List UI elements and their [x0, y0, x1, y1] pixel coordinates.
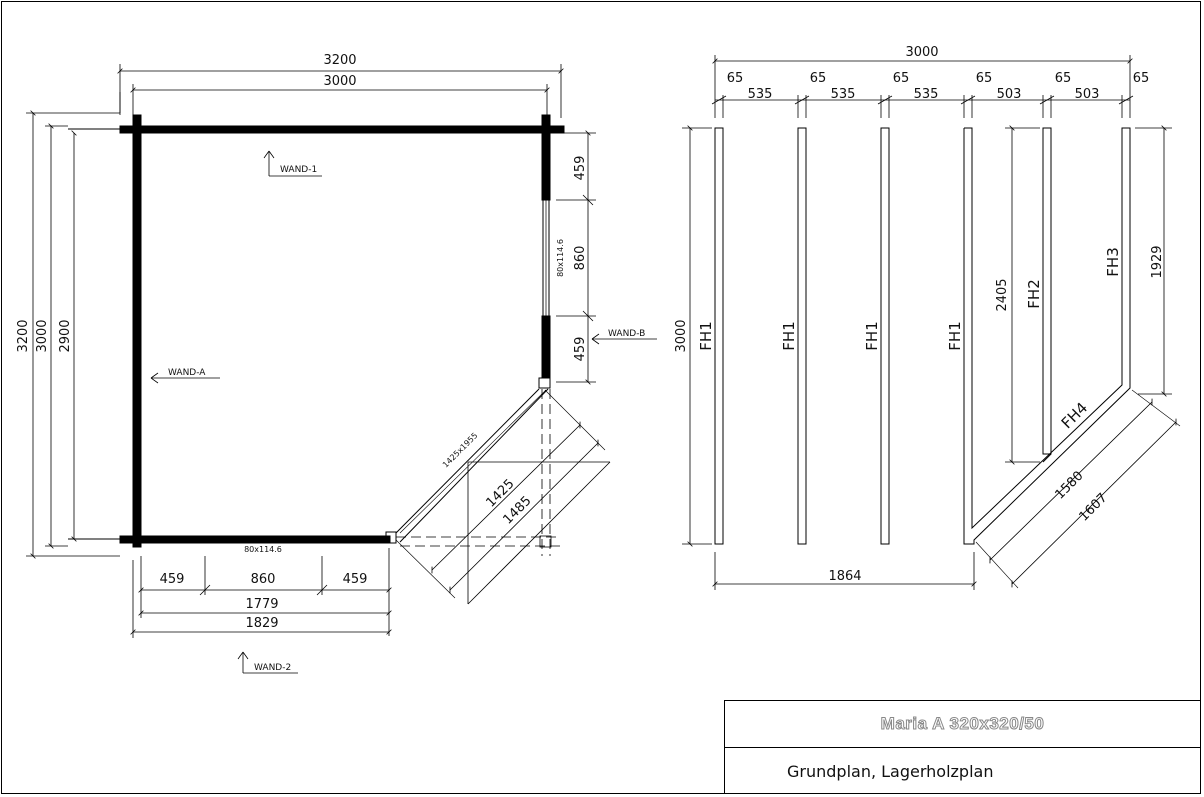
label-fh1-1: FH1: [697, 321, 715, 350]
subtitle-row: Grundplan, Lagerholzplan: [725, 748, 1200, 794]
beam-fh1-4: [963, 127, 1131, 545]
wall-right-lower: [541, 315, 551, 379]
timber-spacing-4: 503: [997, 87, 1022, 102]
dim-inner-height: 3000: [35, 319, 50, 352]
beam-fh1-2: [797, 127, 807, 545]
timber-diag-inner: 1580: [1053, 469, 1087, 503]
timber-gap-5: 65: [1055, 71, 1072, 86]
label-wand-b: WAND-B: [608, 329, 645, 339]
timber-height: 3000: [674, 319, 689, 352]
dim-bottom-outer-total: 1829: [245, 616, 278, 631]
wall-right-upper: [541, 114, 551, 201]
wall-left: [132, 114, 142, 548]
timber-gap-1: 65: [727, 71, 744, 86]
drawing-subtitle: Grundplan, Lagerholzplan: [787, 761, 994, 781]
label-fh1-2: FH1: [780, 321, 798, 350]
wand-a-marker: [150, 372, 220, 384]
timber-gap-4: 65: [976, 71, 993, 86]
wand-b-marker: [591, 333, 657, 345]
wand-2-marker: [237, 651, 298, 674]
timber-spacing-1: 535: [748, 87, 773, 102]
timber-total-width: 3000: [905, 45, 938, 60]
label-fh2: FH2: [1025, 279, 1043, 308]
label-window-right: 80x114.6: [556, 239, 565, 277]
label-wand-2: WAND-2: [254, 663, 291, 673]
dim-inner-width: 3000: [323, 74, 356, 89]
timber-bottom-width: 1864: [828, 569, 861, 584]
drawing-title: Maria A 320x320/50: [880, 714, 1045, 734]
label-fh4: FH4: [1058, 399, 1092, 433]
beam-fh1-3: [880, 127, 890, 545]
timber-fh3-length: 1929: [1150, 245, 1165, 278]
dim-right-bot: 459: [573, 337, 588, 362]
dim-bottom-right: 459: [343, 572, 368, 587]
timber-spacing-3: 535: [914, 87, 939, 102]
dim-bottom-left: 459: [160, 572, 185, 587]
timber-diag-outer: 1607: [1077, 491, 1111, 525]
timber-plan: [682, 55, 1181, 590]
timber-gap-2: 65: [810, 71, 827, 86]
dim-clear-height: 2900: [58, 319, 73, 352]
dim-right-mid: 860: [573, 246, 588, 271]
dim-bottom-inner-total: 1779: [245, 597, 278, 612]
label-wand-1: WAND-1: [280, 165, 317, 175]
dim-outer-height: 3200: [16, 319, 31, 352]
beam-fh1-1: [714, 127, 724, 545]
dim-right-top: 459: [573, 156, 588, 181]
floor-plan: [26, 64, 657, 674]
timber-spacing-2: 535: [831, 87, 856, 102]
timber-fh2-length: 2405: [995, 278, 1010, 311]
label-fh1-4: FH1: [946, 321, 964, 350]
wand-1-marker: [263, 150, 322, 177]
title-row: Maria A 320x320/50: [725, 701, 1200, 748]
label-fh1-3: FH1: [863, 321, 881, 350]
label-wand-a: WAND-A: [168, 368, 206, 378]
dim-outer-width: 3200: [323, 53, 356, 68]
timber-gap-6: 65: [1133, 71, 1150, 86]
label-door: 1425x1955: [441, 431, 480, 470]
beam-fh2: [1042, 127, 1052, 455]
label-window-bottom: 80x114.6: [244, 545, 282, 554]
label-fh3: FH3: [1104, 247, 1122, 276]
timber-spacing-5: 503: [1075, 87, 1100, 102]
timber-gap-3: 65: [893, 71, 910, 86]
wall-top: [119, 125, 565, 134]
dim-bottom-mid: 860: [251, 572, 276, 587]
title-block: Maria A 320x320/50 Grundplan, Lagerholzp…: [724, 700, 1200, 794]
